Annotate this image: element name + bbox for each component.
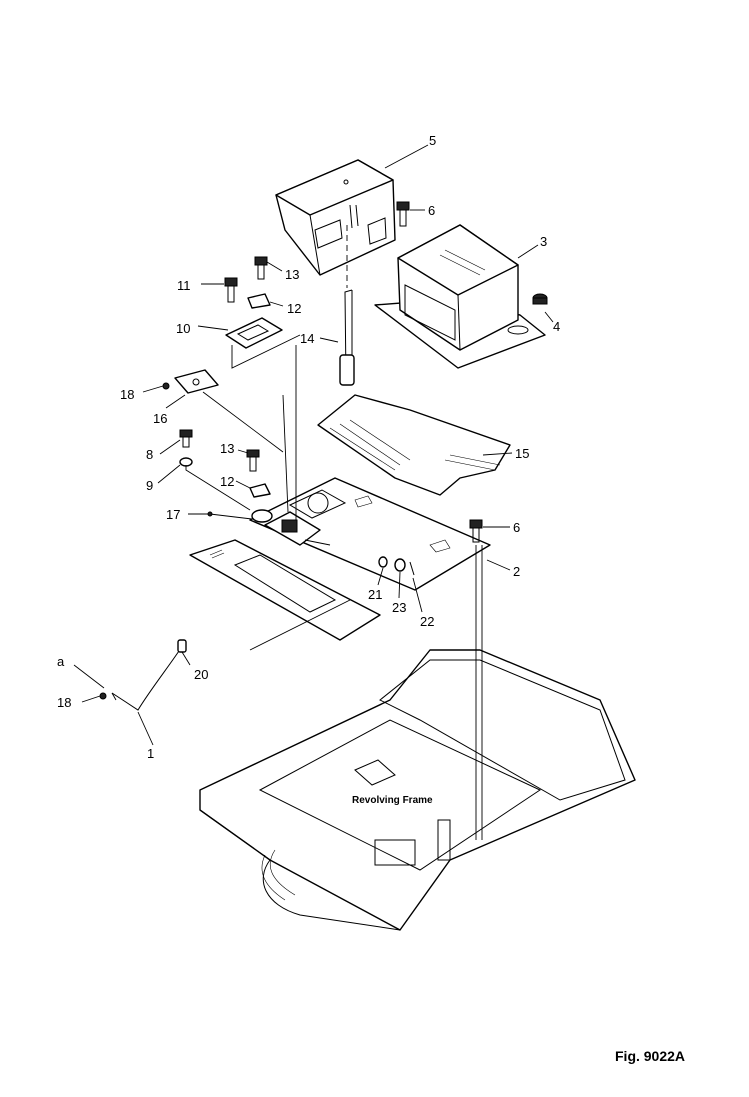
linkage-assembly (251, 509, 321, 546)
callout-18-upper: 18 (120, 387, 134, 402)
callout-1: 1 (147, 746, 154, 761)
callout-a: a (57, 654, 65, 669)
callout-9: 9 (146, 478, 153, 493)
part-21-pin (378, 556, 388, 568)
part-10-plate (225, 317, 301, 369)
part-lower-tray (189, 539, 381, 641)
part-5-box (275, 159, 396, 276)
callout-22: 22 (420, 614, 434, 629)
callout-6-upper: 6 (428, 203, 435, 218)
part-13-bolt-upper (254, 256, 268, 280)
callout-13-upper: 13 (285, 267, 299, 282)
callout-15: 15 (515, 446, 529, 461)
callout-labels: 5 6 3 4 13 11 12 10 14 18 16 15 8 13 9 1… (57, 133, 685, 1064)
callout-11: 11 (177, 278, 191, 293)
callout-8: 8 (146, 447, 153, 462)
callout-2: 2 (513, 564, 520, 579)
callout-16: 16 (153, 411, 167, 426)
part-13-bolt-lower (246, 449, 260, 472)
part-20-cable (111, 639, 187, 711)
callout-10: 10 (176, 321, 190, 336)
part-18-pin-lower (99, 692, 107, 700)
part-11-bolt (224, 277, 238, 303)
callout-13-lower: 13 (220, 441, 234, 456)
part-18-pin-upper (162, 382, 170, 390)
part-12-clip-lower (249, 483, 271, 498)
part-22-cotter (409, 561, 415, 576)
callout-23: 23 (392, 600, 406, 615)
callout-20: 20 (194, 667, 208, 682)
part-12-clip-upper (247, 293, 271, 309)
part-16-bracket (174, 369, 219, 394)
part-2-floor-plate (249, 477, 491, 591)
part-6-bolt-upper (396, 201, 410, 227)
part-4-cap (532, 293, 548, 305)
part-23-washer (394, 558, 406, 572)
callout-14: 14 (300, 331, 314, 346)
callout-18-lower: 18 (57, 695, 71, 710)
callout-12-upper: 12 (287, 301, 301, 316)
callout-12-lower: 12 (220, 474, 234, 489)
revolving-frame-label: Revolving Frame (352, 795, 433, 806)
leader-lines (73, 144, 554, 840)
callout-3: 3 (540, 234, 547, 249)
part-3-battery-box (374, 224, 546, 369)
part-6-bolt-lower (469, 519, 483, 543)
revolving-frame (199, 649, 636, 931)
part-15-floor-mat (317, 394, 511, 496)
callout-6-lower: 6 (513, 520, 520, 535)
callout-21: 21 (368, 587, 382, 602)
callout-17: 17 (166, 507, 180, 522)
callout-4: 4 (553, 319, 560, 334)
figure-caption: Fig. 9022A (615, 1048, 685, 1064)
callout-5: 5 (429, 133, 436, 148)
part-9-washer (179, 457, 193, 467)
part-8-bolt (179, 429, 193, 448)
part-14-rod (339, 225, 355, 386)
